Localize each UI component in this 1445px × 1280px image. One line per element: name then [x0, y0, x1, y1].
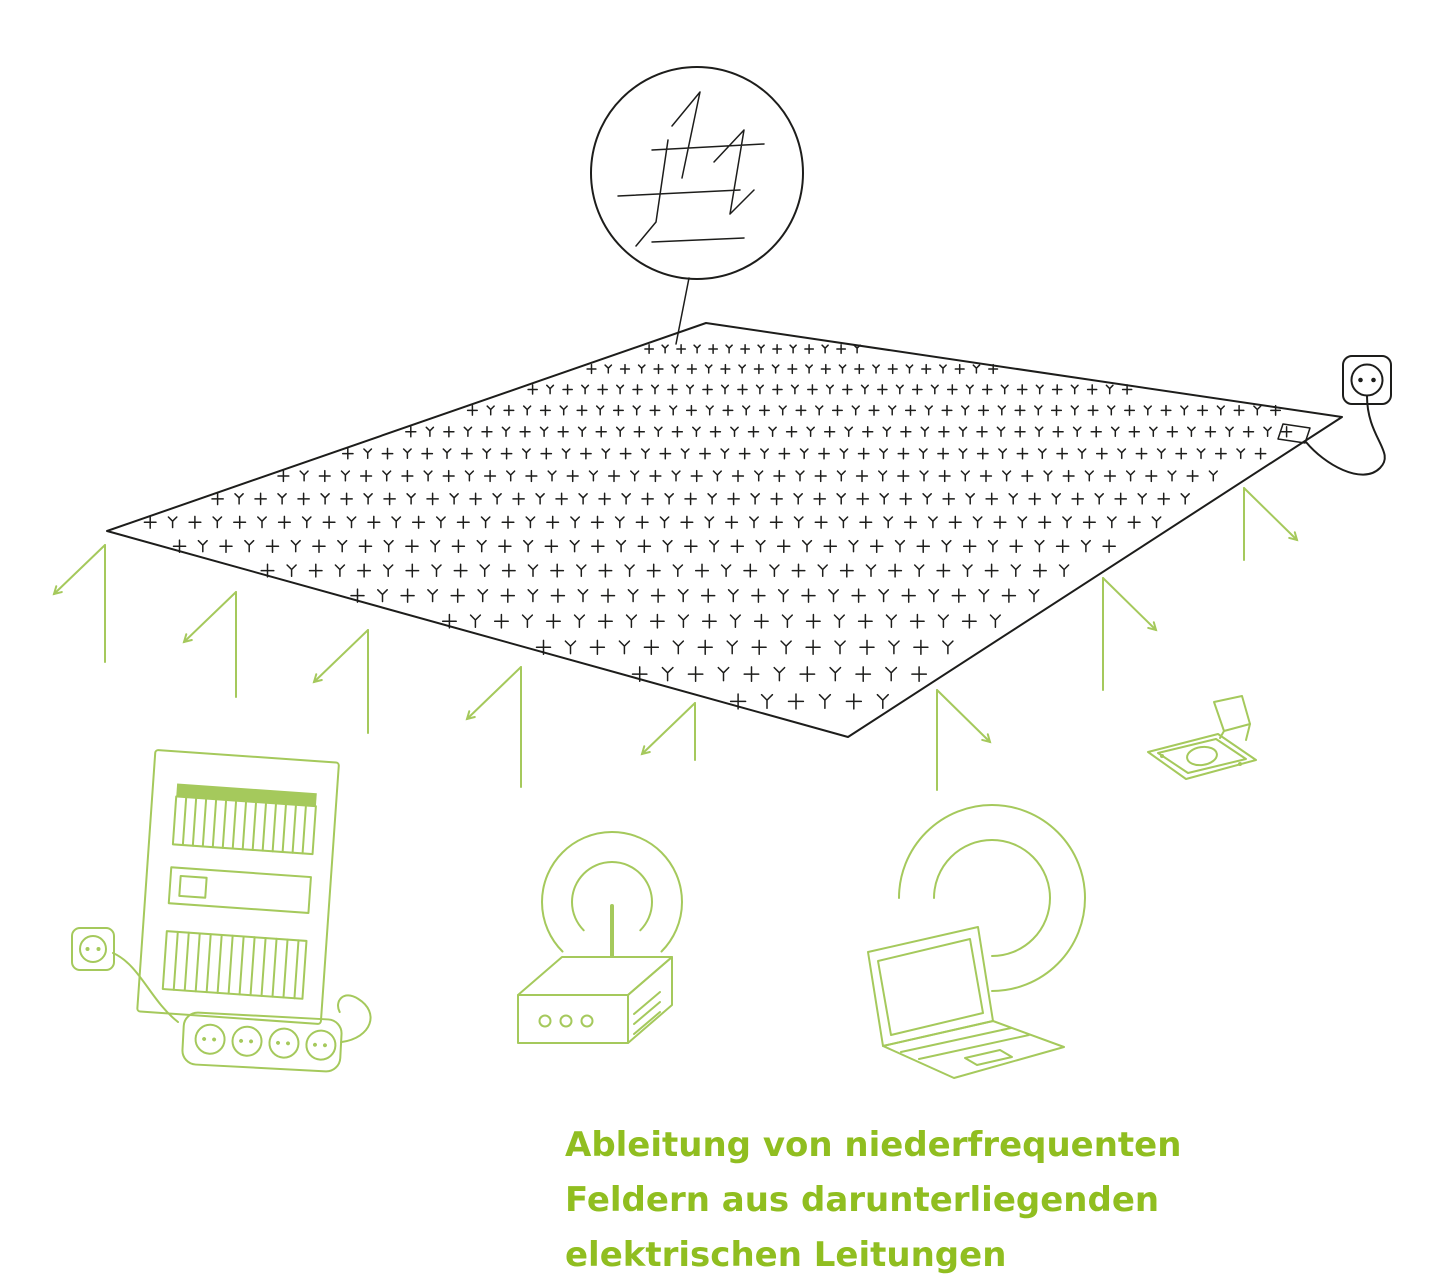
router-front: [517, 994, 629, 1044]
floor-socket-round: [1186, 745, 1218, 767]
mat-mesh-pattern: [143, 344, 1293, 710]
mat-connector: [1277, 423, 1311, 444]
wall-plug-hole-left: [85, 947, 90, 951]
deflection-arrow: [1102, 577, 1158, 691]
laptop: [867, 804, 1086, 1079]
deflection-arrow: [465, 666, 522, 788]
strip-socket: [268, 1027, 300, 1059]
router-signal-arc-inner: [571, 861, 653, 932]
wall-socket: [1305, 355, 1392, 476]
breaker-row-top-switches: [181, 796, 307, 855]
floor-socket-box: [1147, 695, 1257, 780]
power-strip-body: [181, 1011, 343, 1073]
caption-line-1: Ableitung von niederfrequenten: [565, 1125, 1182, 1165]
floor-socket-plate: [1147, 733, 1257, 780]
floor-socket-hinge: [1219, 723, 1251, 741]
panel-meter-display: [178, 874, 208, 899]
breaker-panel-body: [136, 749, 340, 1025]
laptop-screen-outer: [867, 926, 994, 1047]
breaker-row-bottom: [161, 930, 308, 1000]
strip-socket: [231, 1025, 263, 1057]
wifi-router: [517, 831, 683, 1044]
shielding-mat-outline: [106, 322, 1343, 738]
deflection-arrow: [52, 544, 106, 663]
strip-socket-holes: [202, 1036, 327, 1048]
panel-meter-row: [167, 866, 312, 914]
floor-socket-screw: [1238, 762, 1242, 766]
laptop-keyboard-lines: [900, 1027, 1030, 1060]
wall-socket-round: [1350, 363, 1384, 397]
wall-plug: [71, 927, 179, 1023]
laptop-signal-arc-inner: [933, 839, 1051, 957]
wall-socket-hole-right: [1371, 377, 1376, 383]
caption-line-3: elektrischen Leitungen: [565, 1235, 1007, 1275]
wall-plug-round: [79, 935, 107, 963]
caption: Ableitung von niederfrequenten Feldern a…: [565, 1118, 1181, 1280]
deflection-arrow: [640, 702, 696, 761]
router-led: [559, 1014, 573, 1028]
breaker-row-bottom-switches: [172, 930, 300, 1000]
floor-socket-screw: [1160, 754, 1164, 758]
breaker-row-top-band: [176, 783, 317, 807]
router-led: [580, 1014, 594, 1028]
deflection-arrow: [182, 591, 237, 698]
wall-socket-hole-left: [1358, 377, 1363, 383]
router-led: [538, 1014, 552, 1028]
deflection-arrow: [1243, 487, 1299, 561]
power-strip: [181, 994, 372, 1073]
laptop-touchpad: [964, 1049, 1013, 1066]
router-vents: [633, 991, 661, 1035]
magnifier-circle: [590, 66, 804, 280]
floor-socket-plate-inner: [1157, 738, 1247, 774]
magnifier-leader-line: [675, 277, 690, 345]
strip-socket: [194, 1023, 226, 1055]
strip-cable: [337, 994, 372, 1044]
caption-line-2: Feldern aus darunterliegenden: [565, 1180, 1160, 1220]
mesh-detail-sketch-icon: [617, 91, 765, 247]
laptop-signal-arc-outer: [898, 804, 1086, 992]
wall-plug-plate: [71, 927, 115, 971]
mesh-detail-magnifier: [590, 66, 804, 345]
laptop-base: [882, 1020, 1065, 1079]
shielding-mat: [106, 322, 1343, 738]
floor-socket-lid: [1213, 695, 1251, 732]
wall-plug-hole-right: [96, 947, 101, 951]
deflection-arrow: [312, 629, 369, 734]
breaker-panel: [136, 749, 340, 1025]
deflection-arrow: [936, 689, 992, 791]
router-top: [517, 956, 673, 996]
mat-power-cable: [1305, 395, 1386, 476]
laptop-screen-inner: [877, 938, 984, 1036]
plug-cable: [112, 952, 179, 1023]
deflection-arrows: [52, 487, 1299, 791]
router-signal-arc-outer: [541, 831, 683, 953]
strip-socket: [305, 1029, 337, 1061]
